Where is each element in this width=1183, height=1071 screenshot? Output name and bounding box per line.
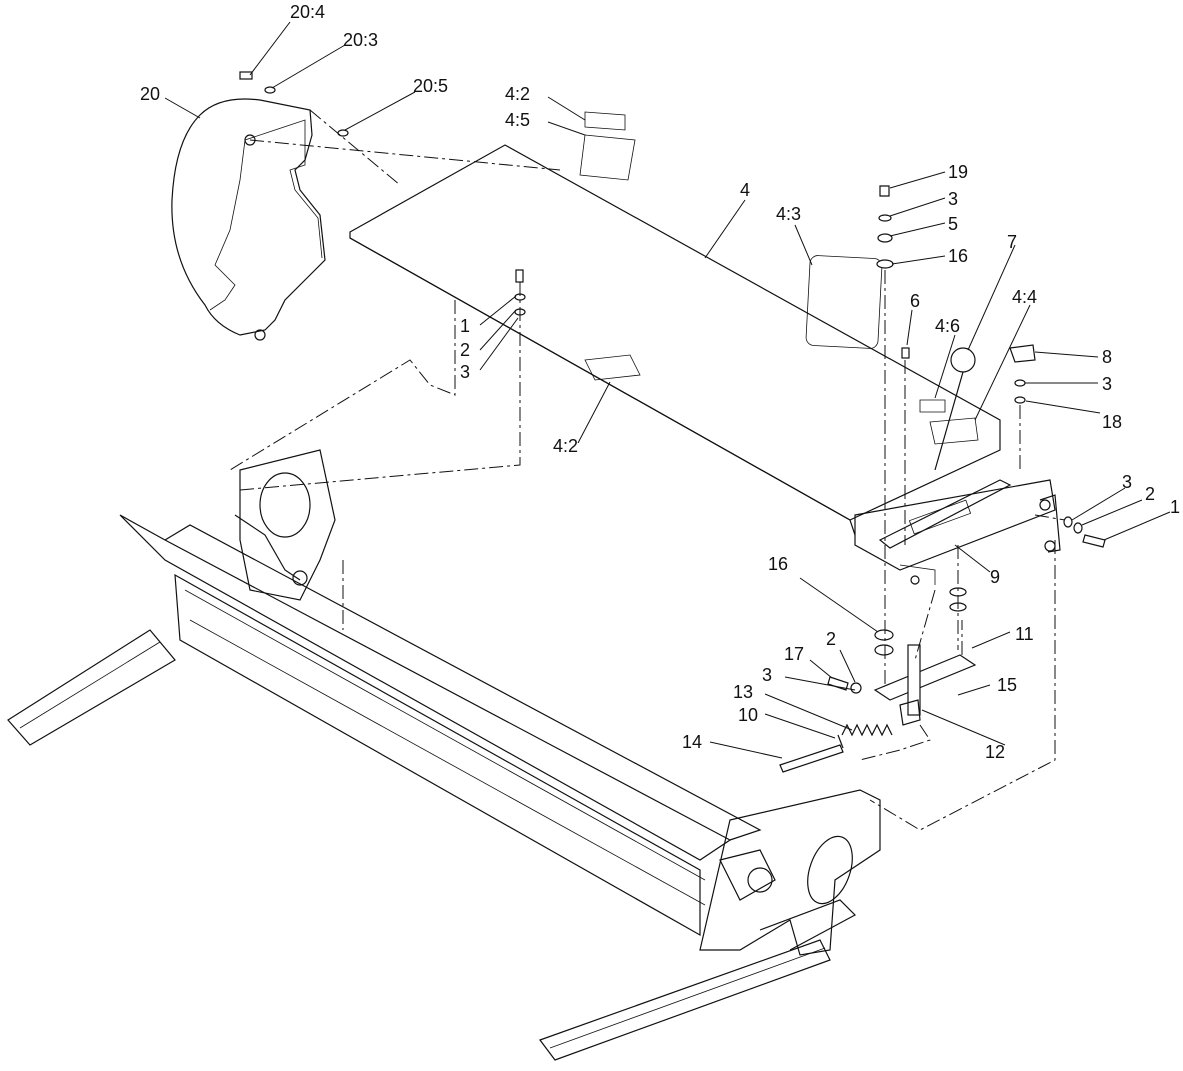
callout-3-lower: 3 [762, 665, 772, 685]
assembly-lines [229, 109, 1066, 831]
callout-2-lower: 2 [826, 629, 836, 649]
callout-9: 9 [990, 567, 1000, 587]
callout-13: 13 [733, 682, 753, 702]
callout-16-upper: 16 [948, 246, 968, 266]
callout-2-right: 2 [1145, 484, 1155, 504]
callout-2-left: 2 [460, 340, 470, 360]
leader-lines [164, 21, 1171, 759]
callout-3-knob: 3 [1102, 374, 1112, 394]
callout-1-right: 1 [1170, 497, 1180, 517]
callout-20-4: 20:4 [290, 2, 325, 22]
callout-4-2-bottom: 4:2 [553, 436, 578, 456]
callout-5: 5 [948, 214, 958, 234]
callout-3-upper: 3 [948, 189, 958, 209]
callout-17: 17 [784, 644, 804, 664]
callout-4-2-top: 4:2 [505, 84, 530, 104]
callout-19: 19 [948, 162, 968, 182]
callout-4-3: 4:3 [776, 204, 801, 224]
callout-20-3: 20:3 [343, 30, 378, 50]
callout-4-6: 4:6 [935, 316, 960, 336]
callout-10: 10 [738, 705, 758, 725]
top-panel-4 [349, 111, 1056, 585]
callout-4-5: 4:5 [505, 110, 530, 130]
callout-14: 14 [682, 732, 702, 752]
callout-6: 6 [910, 291, 920, 311]
callout-11: 11 [1015, 624, 1034, 644]
callout-8: 8 [1102, 347, 1112, 367]
callout-16-lower: 16 [768, 554, 788, 574]
callout-4: 4 [740, 180, 750, 200]
callout-20: 20 [140, 84, 160, 104]
callout-15: 15 [997, 675, 1017, 695]
callout-18: 18 [1102, 412, 1122, 432]
callout-12: 12 [985, 742, 1005, 762]
callout-3-right: 3 [1122, 472, 1132, 492]
frame-assembly [7, 449, 881, 1061]
callout-1-left: 1 [460, 316, 470, 336]
callout-7: 7 [1007, 232, 1017, 252]
callout-3-left: 3 [460, 362, 470, 382]
belt-cover-20 [171, 98, 326, 341]
callout-labels: 20:4 20:3 20 20:5 4:2 4:5 4 4:3 19 3 5 1… [140, 2, 1180, 762]
callout-4-4: 4:4 [1012, 287, 1037, 307]
callout-20-5: 20:5 [413, 76, 448, 96]
